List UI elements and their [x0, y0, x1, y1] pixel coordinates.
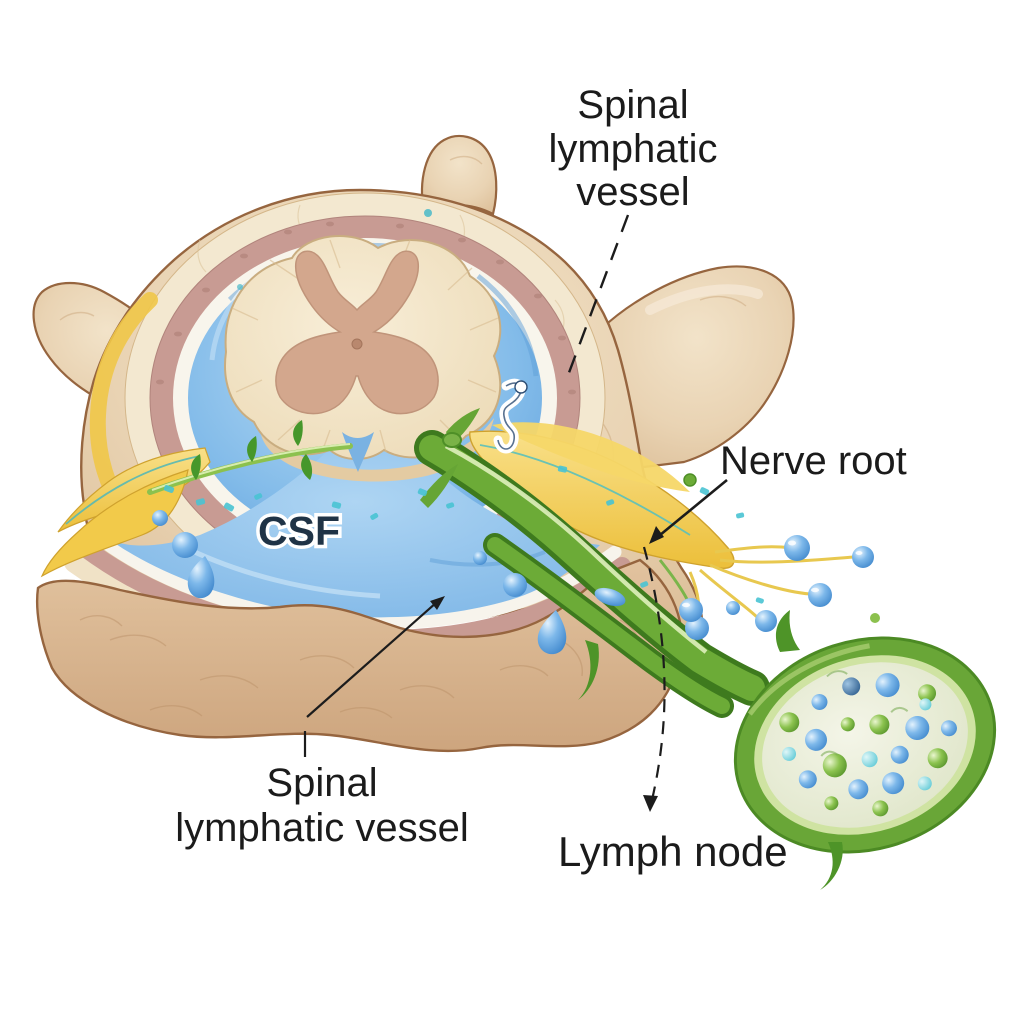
nerve-root-right [469, 422, 855, 621]
csf-droplets [152, 209, 626, 655]
lymph-node-top-flap [775, 610, 800, 652]
dura-speckles [156, 221, 576, 395]
right-transverse-process [598, 265, 795, 472]
nerve-root-right-upper [492, 422, 690, 492]
leader-bottom-vessel [306, 601, 438, 718]
lymph-node-cells [779, 673, 957, 817]
label-lymph-node: Lymph node [558, 828, 788, 875]
lymphatic-strand-left [147, 420, 353, 495]
leader-nerve-root-arrow [649, 526, 664, 544]
vessel-valve-flap [578, 640, 599, 700]
label-csf: CSF [258, 508, 340, 554]
leader-lymph-node [642, 546, 666, 801]
gray-matter-butterfly [275, 250, 439, 415]
nerve-root-left [40, 292, 211, 578]
leader-lymph-node-arrow [643, 795, 658, 812]
debris-particles [163, 465, 764, 604]
label-spinal-lymphatic-vessel-top-line2: lymphatic [549, 127, 718, 171]
lymph-node [733, 636, 997, 854]
leader-bottom-vessel-arrow [430, 596, 445, 610]
lymph-node-flecks [820, 670, 909, 757]
central-canal [351, 338, 363, 350]
label-spinal-lymphatic-vessel-top-line1: Spinal [577, 83, 688, 127]
label-nerve-root: Nerve root [720, 439, 907, 483]
leader-nerve-root [653, 478, 728, 542]
white-vessel-squiggle [493, 378, 528, 454]
labels: Spinal lymphatic vessel Nerve root CSF S… [175, 83, 906, 875]
label-spinal-lymphatic-vessel-bottom-line1: Spinal [266, 761, 377, 805]
rootlet-droplets [679, 535, 874, 640]
label-spinal-lymphatic-vessel-top-line3: vessel [576, 170, 689, 214]
lymph-node-bottom-flap [820, 842, 843, 890]
leader-lines [303, 214, 728, 812]
lymphatic-vessel-main [414, 408, 770, 718]
green-particles [442, 432, 880, 623]
label-spinal-lymphatic-vessel-bottom-line2: lymphatic vessel [175, 806, 468, 850]
anterior-fissure [342, 432, 374, 472]
